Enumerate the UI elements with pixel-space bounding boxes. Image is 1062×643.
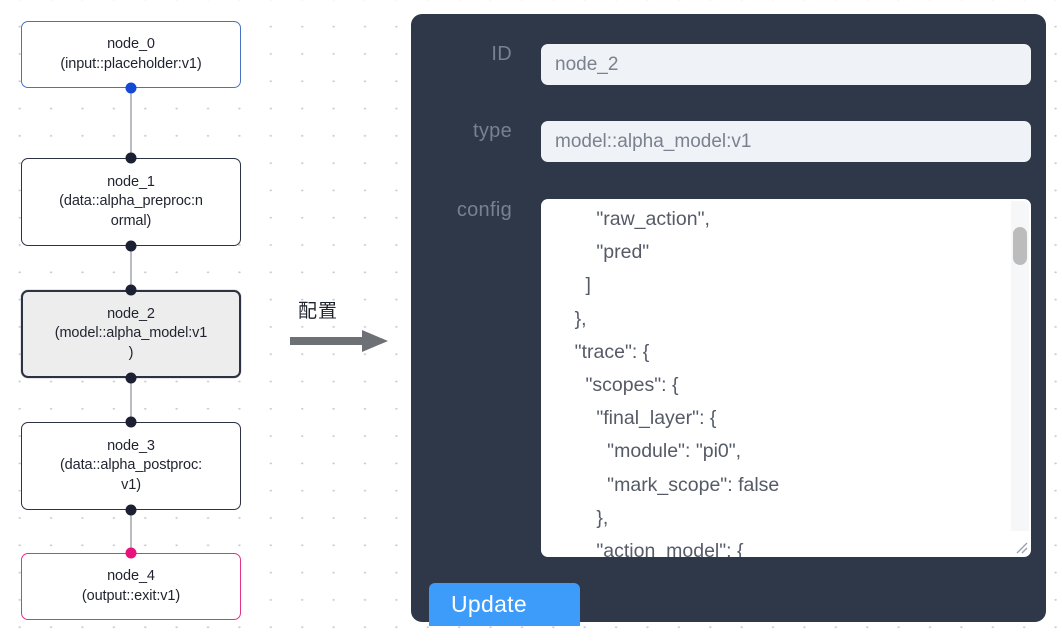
- transition-label: 配置: [298, 301, 339, 322]
- node-handle-source-node_2[interactable]: [125, 372, 137, 384]
- graph-node-node_1[interactable]: node_1 (data::alpha_preproc:n ormal): [21, 158, 241, 246]
- graph-node-text: node_4 (output::exit:v1): [82, 567, 180, 605]
- field-label-id: ID: [491, 43, 512, 65]
- edge-node0-node1: [130, 88, 132, 160]
- field-row-config: config: [411, 200, 1046, 220]
- edge-node1-node2: [130, 244, 132, 294]
- graph-node-subtitle: (output::exit:v1): [81, 587, 181, 604]
- node-handle-target-node_1[interactable]: [125, 152, 137, 164]
- config-editor: "raw_action", "pred" ] }, "trace": { "sc…: [541, 199, 1031, 557]
- graph-node-title: node_0: [107, 36, 155, 53]
- graph-node-subtitle-cont: v1): [121, 476, 141, 493]
- graph-node-subtitle: (input::placeholder:v1): [60, 55, 202, 72]
- graph-node-title: node_4: [107, 568, 155, 585]
- graph-node-node_3[interactable]: node_3 (data::alpha_postproc: v1): [21, 422, 241, 510]
- graph-node-subtitle-cont: ): [128, 344, 134, 361]
- resize-handle-icon[interactable]: [1014, 540, 1028, 554]
- graph-node-node_0[interactable]: node_0 (input::placeholder:v1): [21, 21, 241, 88]
- node-handle-source-node_3[interactable]: [125, 504, 137, 516]
- field-row-id: ID: [411, 44, 1046, 85]
- graph-node-text: node_1 (data::alpha_preproc:n ormal): [59, 173, 203, 230]
- config-scrollbar-track[interactable]: [1011, 201, 1029, 531]
- node-handle-source-node_0[interactable]: [125, 82, 137, 94]
- node-inspector-panel: ID type config "raw_action", "pred" ] },…: [411, 14, 1046, 626]
- field-row-type: type: [411, 121, 1046, 162]
- graph-node-text: node_0 (input::placeholder:v1): [60, 35, 201, 73]
- graph-node-title: node_2: [107, 306, 155, 323]
- graph-node-title: node_3: [107, 438, 155, 455]
- update-button[interactable]: Update: [429, 583, 580, 626]
- node-handle-target-node_3[interactable]: [125, 416, 137, 428]
- type-input[interactable]: [541, 121, 1031, 162]
- node-handle-target-node_2[interactable]: [125, 284, 137, 296]
- graph-node-node_4[interactable]: node_4 (output::exit:v1): [21, 553, 241, 620]
- field-label-config: config: [456, 199, 512, 221]
- graph-node-subtitle: (data::alpha_preproc:n: [59, 193, 203, 210]
- config-scrollbar-thumb[interactable]: [1013, 227, 1027, 265]
- graph-node-title: node_1: [107, 174, 155, 191]
- node-handle-source-node_1[interactable]: [125, 240, 137, 252]
- transition-annotation: 配置: [290, 296, 400, 366]
- graph-node-node_2[interactable]: node_2 (model::alpha_model:v1 ): [21, 290, 241, 378]
- field-label-type: type: [472, 120, 512, 142]
- config-textarea[interactable]: "raw_action", "pred" ] }, "trace": { "sc…: [541, 199, 1031, 557]
- graph-node-subtitle: (model::alpha_model:v1: [54, 325, 208, 342]
- edge-node2-node3: [130, 374, 132, 422]
- graph-node-text: node_3 (data::alpha_postproc: v1): [60, 437, 202, 494]
- edge-node3-node4: [130, 509, 132, 553]
- arrow-right-icon: [290, 330, 388, 352]
- node-handle-target-node_4[interactable]: [125, 547, 137, 559]
- graph-node-subtitle: (data::alpha_postproc:: [59, 457, 203, 474]
- graph-node-subtitle-cont: ormal): [110, 212, 152, 229]
- id-input[interactable]: [541, 44, 1031, 85]
- graph-node-text: node_2 (model::alpha_model:v1 ): [55, 305, 208, 362]
